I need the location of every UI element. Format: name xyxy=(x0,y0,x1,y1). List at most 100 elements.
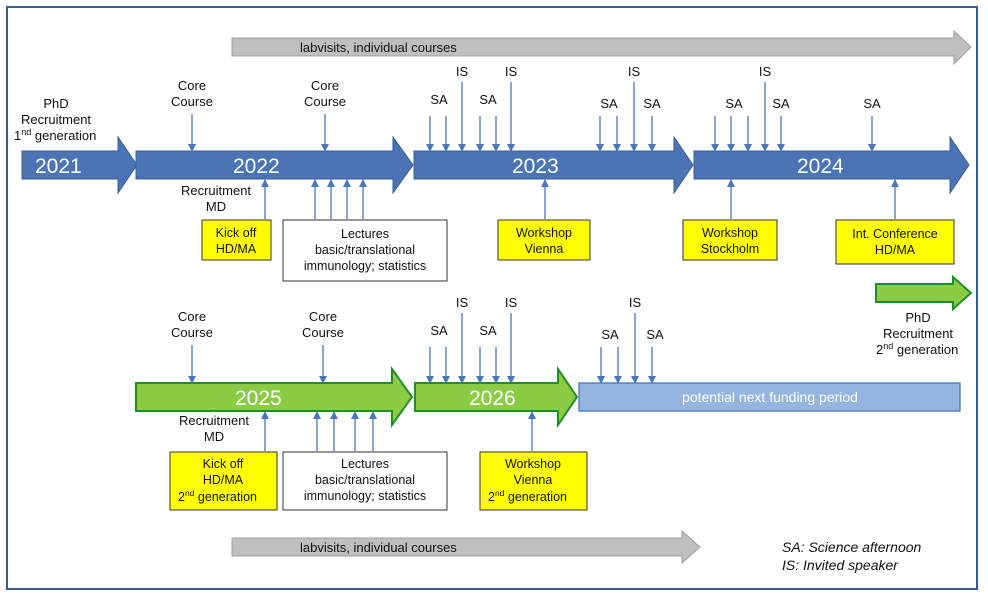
is-label: IS xyxy=(456,295,469,310)
next-funding-period-label: potential next funding period xyxy=(682,389,858,405)
year-label-2023: 2023 xyxy=(512,155,559,178)
sa-label: SA xyxy=(430,92,448,107)
core-course-4: Core Course xyxy=(302,309,344,340)
svg-text:Course: Course xyxy=(171,325,213,340)
legend-is: IS: Invited speaker xyxy=(782,557,899,573)
year-label-2022: 2022 xyxy=(233,155,280,178)
svg-text:Lectures: Lectures xyxy=(341,227,389,241)
svg-text:PhD: PhD xyxy=(905,310,930,325)
core-course-3: Core Course xyxy=(171,309,213,340)
svg-text:Workshop: Workshop xyxy=(516,226,572,240)
year-label-2025: 2025 xyxy=(235,387,282,410)
svg-text:Course: Course xyxy=(171,94,213,109)
sa-label: SA xyxy=(600,96,618,111)
lectures-box-2: Lectures basic/translational immunology;… xyxy=(282,451,448,511)
is-label: IS xyxy=(505,64,518,79)
up-arrows-row2 xyxy=(261,411,536,451)
sa-label: SA xyxy=(643,96,661,111)
svg-text:2nd generation: 2nd generation xyxy=(876,341,958,357)
year-arrow-2026: 2026 xyxy=(414,365,579,429)
diagram-frame xyxy=(6,6,978,590)
svg-text:HD/MA: HD/MA xyxy=(875,243,916,257)
svg-text:Kick off: Kick off xyxy=(216,226,257,240)
svg-text:Recruitment: Recruitment xyxy=(181,183,251,198)
year-label-2024: 2024 xyxy=(797,155,844,178)
kickoff-box-2: Kick off HD/MA 2nd generation xyxy=(169,451,278,511)
svg-text:Stockholm: Stockholm xyxy=(701,242,759,256)
up-arrows-row1 xyxy=(261,179,899,219)
conference-box: Int. Conference HD/MA xyxy=(835,219,955,265)
sa-label: SA xyxy=(479,323,497,338)
year-arrow-2024: 2024 xyxy=(693,135,970,195)
bottom-banner-label: labvisits, individual courses xyxy=(300,540,457,555)
svg-text:basic/translational: basic/translational xyxy=(315,473,415,487)
svg-text:HD/MA: HD/MA xyxy=(203,473,244,487)
svg-text:MD: MD xyxy=(206,199,226,214)
sa-is-labels-row1: SA IS SA IS SA IS SA SA IS SA SA xyxy=(430,64,881,111)
next-funding-period-bar: potential next funding period xyxy=(578,382,961,412)
svg-text:PhD: PhD xyxy=(43,96,68,111)
phd-recruitment-2: PhD Recruitment 2nd generation xyxy=(876,310,958,357)
svg-text:2nd generation: 2nd generation xyxy=(488,488,567,504)
svg-text:Recruitment: Recruitment xyxy=(179,413,249,428)
svg-text:Vienna: Vienna xyxy=(525,242,564,256)
top-banner-arrow: labvisits, individual courses xyxy=(231,29,972,66)
svg-text:immunology; statistics: immunology; statistics xyxy=(304,259,426,273)
svg-text:Core: Core xyxy=(309,309,337,324)
phd-recruitment-2-arrow xyxy=(875,274,973,312)
legend-sa: SA: Science afternoon xyxy=(782,539,922,555)
sa-label: SA xyxy=(646,327,664,342)
legend: SA: Science afternoon IS: Invited speake… xyxy=(782,539,922,573)
svg-text:Core: Core xyxy=(178,309,206,324)
year-arrow-2025: 2025 xyxy=(135,365,414,429)
svg-text:Vienna: Vienna xyxy=(514,473,553,487)
kickoff-box-1: Kick off HD/MA xyxy=(201,219,272,261)
recruitment-md-1: Recruitment MD xyxy=(181,183,251,214)
sa-label: SA xyxy=(430,323,448,338)
recruitment-md-2: Recruitment MD xyxy=(179,413,249,444)
down-arrows-row1 xyxy=(188,82,876,152)
top-banner-label: labvisits, individual courses xyxy=(300,40,457,55)
svg-text:2nd generation: 2nd generation xyxy=(178,488,257,504)
core-course-2: Core Course xyxy=(304,78,346,109)
is-label: IS xyxy=(629,295,642,310)
sa-label: SA xyxy=(601,327,619,342)
sa-label: SA xyxy=(863,96,881,111)
phd-recruitment-1: PhD Recruitment 1nd generation xyxy=(14,96,96,143)
svg-text:immunology; statistics: immunology; statistics xyxy=(304,489,426,503)
svg-text:Course: Course xyxy=(302,325,344,340)
svg-text:MD: MD xyxy=(204,429,224,444)
down-arrows-row2 xyxy=(188,313,656,384)
sa-label: SA xyxy=(479,92,497,107)
is-label: IS xyxy=(628,64,641,79)
year-label-2026: 2026 xyxy=(469,387,516,410)
workshop-vienna-box-2: Workshop Vienna 2nd generation xyxy=(479,451,588,511)
is-label: IS xyxy=(759,64,772,79)
workshop-stockholm-box: Workshop Stockholm xyxy=(682,219,778,261)
workshop-vienna-box-1: Workshop Vienna xyxy=(497,219,591,261)
lectures-box-1: Lectures basic/translational immunology;… xyxy=(282,219,448,282)
is-label: IS xyxy=(456,64,469,79)
year-arrow-2021: 2021 xyxy=(21,135,138,195)
svg-text:1nd generation: 1nd generation xyxy=(14,127,96,143)
svg-text:Workshop: Workshop xyxy=(702,226,758,240)
is-label: IS xyxy=(505,295,518,310)
svg-text:Workshop: Workshop xyxy=(505,457,561,471)
bottom-banner-arrow: labvisits, individual courses xyxy=(231,529,701,565)
svg-text:Course: Course xyxy=(304,94,346,109)
sa-label: SA xyxy=(772,96,790,111)
svg-text:basic/translational: basic/translational xyxy=(315,243,415,257)
svg-text:HD/MA: HD/MA xyxy=(216,242,257,256)
svg-text:Recruitment: Recruitment xyxy=(21,112,91,127)
sa-label: SA xyxy=(725,96,743,111)
svg-text:Core: Core xyxy=(311,78,339,93)
svg-text:Core: Core xyxy=(178,78,206,93)
core-course-1: Core Course xyxy=(171,78,213,109)
year-arrow-2022: 2022 xyxy=(135,135,414,195)
year-arrow-2023: 2023 xyxy=(413,135,694,195)
svg-text:Kick off: Kick off xyxy=(203,457,244,471)
svg-text:Lectures: Lectures xyxy=(341,457,389,471)
year-label-2021: 2021 xyxy=(35,155,82,178)
sa-is-labels-row2: SA IS SA IS SA IS SA xyxy=(430,295,664,342)
